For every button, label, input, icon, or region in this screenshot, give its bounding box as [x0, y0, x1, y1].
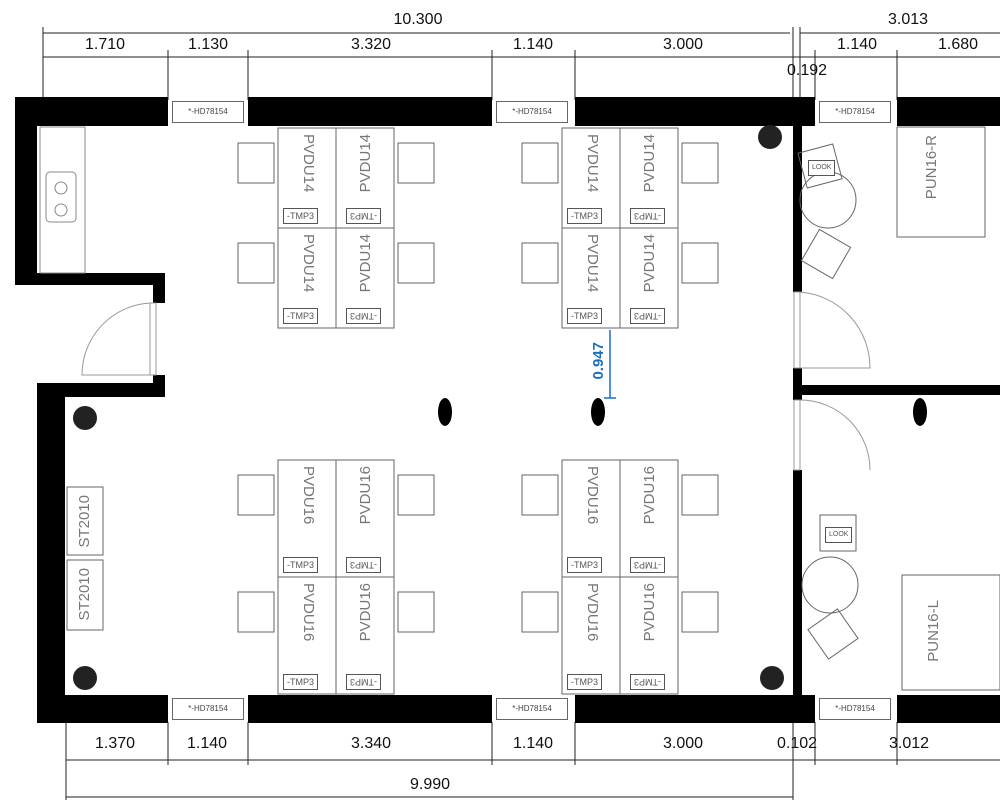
dimension-office-top: 3.013 — [887, 11, 929, 28]
plants — [73, 125, 784, 690]
columns — [438, 398, 927, 426]
desk-label: PVDU14 — [300, 234, 317, 293]
office-chair — [681, 474, 719, 516]
drawer-label: -TMP3 — [283, 308, 318, 324]
armchair-label: LOOK — [825, 527, 853, 543]
desk-label: PVDU14 — [584, 134, 601, 193]
office-chair — [681, 142, 719, 184]
desk — [619, 576, 679, 695]
desk-label: PVDU16 — [641, 583, 658, 642]
dimension-bottom-segment: 1.140 — [186, 735, 228, 752]
dimension-bottom-segment: 1.140 — [512, 735, 554, 752]
drawer-label: -TMP3 — [630, 208, 665, 224]
kitchen-counter — [39, 126, 86, 274]
window-tag: *-HD78154 — [496, 698, 568, 720]
window-tag: *-HD78154 — [172, 101, 244, 123]
office-chair — [397, 591, 435, 633]
office-chair — [397, 142, 435, 184]
office-chair — [237, 242, 275, 284]
storage-label: ST2010 — [76, 495, 93, 548]
dimension-overall-bottom: 9.990 — [409, 776, 451, 793]
desk-label: PVDU14 — [357, 134, 374, 193]
armchair-label: LOOK — [808, 160, 836, 176]
dimension-bottom-segment: 3.340 — [350, 735, 392, 752]
dimension-lines — [42, 27, 1000, 800]
desk-label: PVDU16 — [584, 466, 601, 525]
office-desk-label: PUN16-R — [923, 135, 940, 200]
drawer-label: -TMP3 — [630, 557, 665, 573]
drawer-label: -TMP3 — [283, 557, 318, 573]
dimension-overall-top: 10.300 — [393, 11, 443, 28]
drawer-label: -TMP3 — [346, 208, 381, 224]
office-chair — [521, 142, 559, 184]
office-chair — [521, 242, 559, 284]
desk-label: PVDU14 — [584, 234, 601, 293]
desk-label: PVDU14 — [357, 234, 374, 293]
office-chair — [237, 142, 275, 184]
drawer-label: -TMP3 — [567, 308, 602, 324]
window-tag: *-HD78154 — [819, 698, 891, 720]
drawer-label: -TMP3 — [283, 674, 318, 690]
desk-label: PVDU16 — [584, 583, 601, 642]
window-tag: *-HD78154 — [819, 101, 891, 123]
dimension-top-segment: 1.680 — [937, 36, 979, 53]
drawer-label: -TMP3 — [346, 674, 381, 690]
desk — [335, 227, 395, 329]
desk-label: PVDU14 — [300, 134, 317, 193]
desk-label: PVDU16 — [357, 466, 374, 525]
drawer-label: -TMP3 — [630, 674, 665, 690]
doors — [81, 291, 871, 471]
desk — [619, 227, 679, 329]
office-chair — [521, 591, 559, 633]
desk-label: PVDU16 — [300, 466, 317, 525]
desk-label: PVDU16 — [357, 583, 374, 642]
office-chair — [681, 242, 719, 284]
drawer-label: -TMP3 — [346, 308, 381, 324]
dimension-top-segment: 3.320 — [350, 36, 392, 53]
dimension-top-segment: 1.710 — [84, 36, 126, 53]
desk-label: PVDU16 — [641, 466, 658, 525]
office-chair — [237, 591, 275, 633]
drawer-label: -TMP3 — [567, 674, 602, 690]
drawer-label: -TMP3 — [567, 208, 602, 224]
window-tag: *-HD78154 — [172, 698, 244, 720]
dimension-bottom-segment: 3.000 — [662, 735, 704, 752]
desk-label: PVDU14 — [641, 234, 658, 293]
drawer-label: -TMP3 — [630, 308, 665, 324]
dimension-top-segment: 1.140 — [836, 36, 878, 53]
walls — [15, 97, 1000, 723]
dimension-top-segment: 1.130 — [187, 36, 229, 53]
office-chair — [681, 591, 719, 633]
drawer-label: -TMP3 — [567, 557, 602, 573]
dimension-top-segment: 3.000 — [662, 36, 704, 53]
office-chair — [521, 474, 559, 516]
desk-label: PVDU14 — [641, 134, 658, 193]
dimension-bottom-segment: 3.012 — [888, 735, 930, 752]
office-chair — [397, 242, 435, 284]
office-chair — [397, 474, 435, 516]
dimension-bottom-segment: 0.102 — [776, 735, 818, 752]
dimension-bottom-segment: 1.370 — [94, 735, 136, 752]
desk-label: PVDU16 — [300, 583, 317, 642]
dimension-gap-top: 0.192 — [786, 62, 828, 79]
furniture — [66, 126, 1000, 695]
clearance-line — [604, 330, 616, 399]
window-tag: *-HD78154 — [496, 101, 568, 123]
drawer-label: -TMP3 — [346, 557, 381, 573]
clearance-dimension: 0.947 — [590, 342, 607, 380]
drawer-label: -TMP3 — [283, 208, 318, 224]
office-chair — [237, 474, 275, 516]
office-desk-label: PUN16-L — [925, 600, 942, 662]
desk — [335, 576, 395, 695]
dimension-top-segment: 1.140 — [512, 36, 554, 53]
storage-label: ST2010 — [76, 568, 93, 621]
